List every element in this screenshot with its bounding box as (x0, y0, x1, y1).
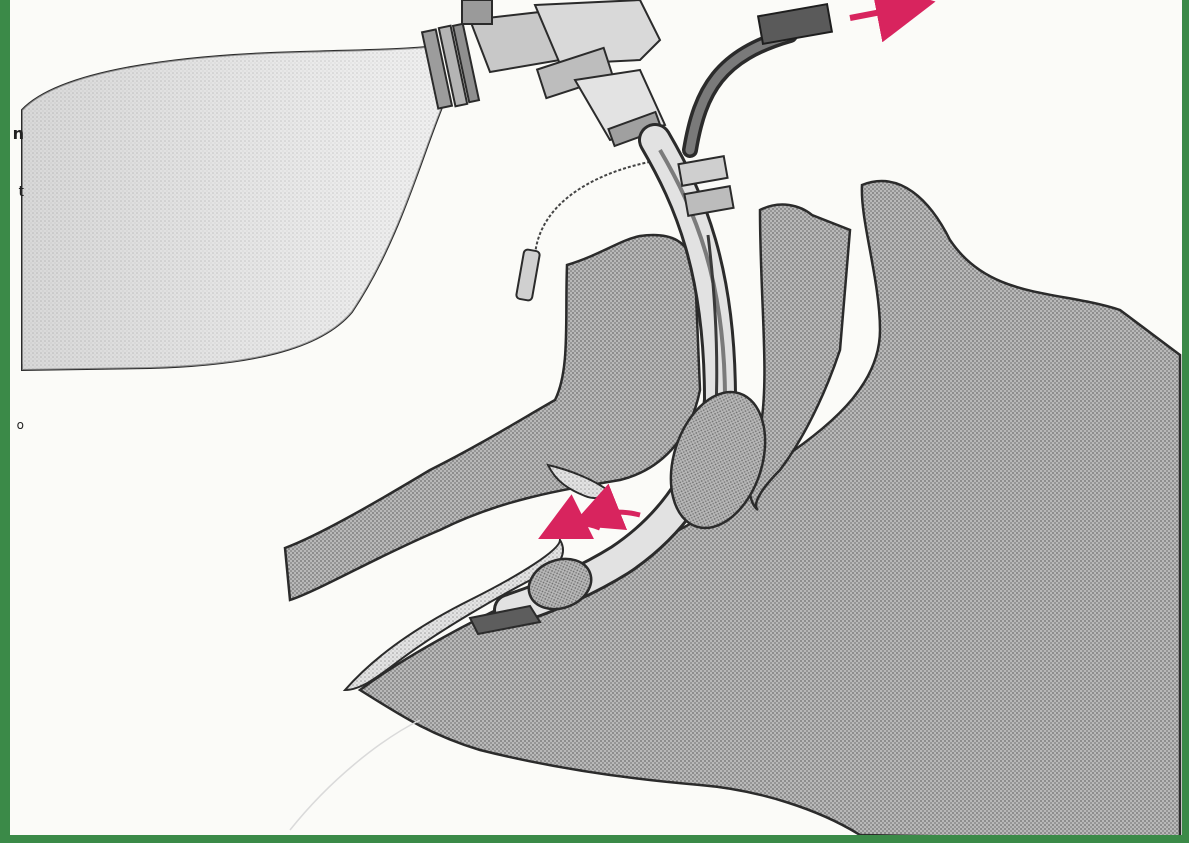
airway-illustration (10, 0, 1182, 835)
cut-text-fragment: ı (21, 360, 24, 373)
suction-catheter-icon (690, 4, 832, 150)
green-border-bottom (0, 835, 1189, 843)
cut-off-text-column: n t ı o (10, 0, 24, 835)
airflow-arrow-icon (556, 524, 600, 530)
scanned-page: n t ı o (10, 0, 1182, 835)
green-border-left (0, 0, 10, 843)
airflow-arrow-icon (590, 512, 640, 518)
green-border-right (1182, 0, 1189, 843)
cut-text-fragment: t (19, 184, 25, 200)
cut-text-fragment: n (13, 124, 24, 143)
airflow-arrow-icon (850, 6, 912, 18)
cut-text-fragment: o (17, 418, 24, 432)
scan-artifact-line (290, 720, 420, 830)
